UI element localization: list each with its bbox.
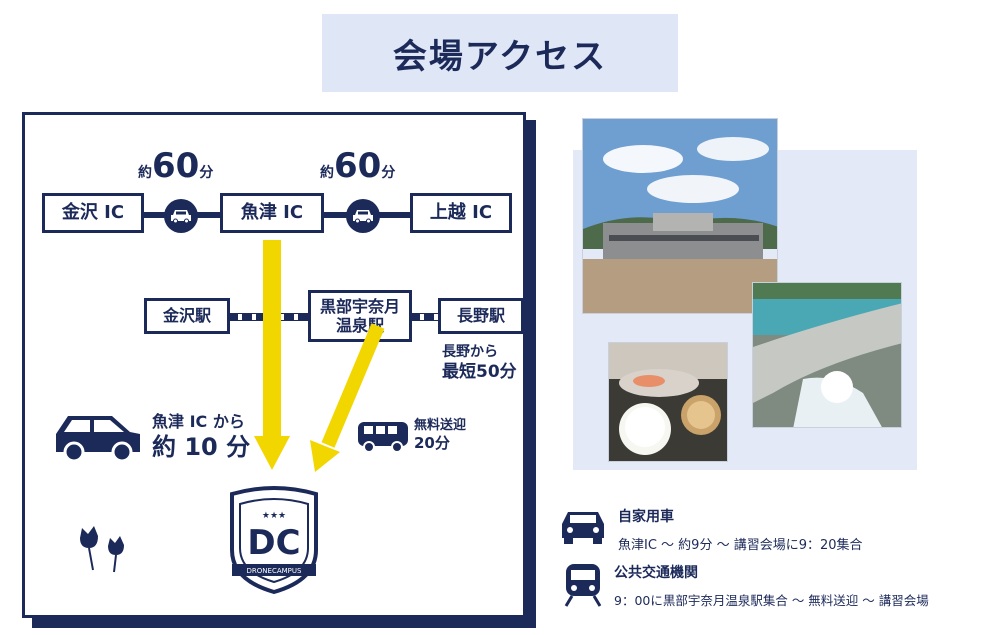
ic-uozu-label: 魚津 IC: [240, 202, 304, 224]
bus-icon: [358, 422, 408, 453]
time-prefix: 約: [320, 165, 334, 181]
dronecampus-logo: ★★★ DC DRONECAMPUS: [230, 486, 318, 595]
time-unit: 分: [199, 165, 214, 181]
time-value: 60: [334, 146, 382, 186]
legend-train: 公共交通機関 9：00に黒部宇奈月温泉駅集合 〜 無料送迎 〜 講習会場: [562, 562, 929, 609]
nagano-note-line1: 長野から: [442, 344, 498, 360]
time-prefix: 約: [138, 165, 152, 181]
photo-kurobe-dam: [752, 282, 902, 428]
tulip-icon: [80, 526, 124, 573]
ic-uozu: 魚津 IC: [220, 193, 324, 233]
car-circle-icon: [346, 199, 380, 233]
time-value: 60: [152, 146, 200, 186]
ic-time-2: 約60分: [320, 146, 395, 186]
ic-joetsu: 上越 IC: [410, 193, 512, 233]
car-route-arrowhead: [254, 436, 290, 470]
kurobe-dam-image: [753, 283, 901, 427]
station-nagano-label: 長野駅: [456, 306, 505, 326]
ic-joetsu-label: 上越 IC: [429, 202, 493, 224]
ic-kanazawa-label: 金沢 IC: [61, 202, 125, 224]
nagano-note-line2: 最短50分: [442, 362, 517, 382]
logo-letters: DC: [247, 523, 300, 563]
legend-car: 自家用車 魚津IC 〜 約9分 〜 講習会場に9：20集合: [558, 506, 863, 553]
bus-note-line2: 20分: [414, 434, 450, 452]
car-icon: [171, 210, 191, 224]
station-kanazawa: 金沢駅: [144, 298, 230, 334]
time-unit: 分: [381, 165, 396, 181]
legend-train-title: 公共交通機関: [614, 565, 698, 581]
bus-route-arrow: [321, 323, 385, 448]
ic-kanazawa: 金沢 IC: [42, 193, 144, 233]
car-icon: [562, 512, 604, 544]
legend-car-desc: 魚津IC 〜 約9分 〜 講習会場に9：20集合: [618, 538, 863, 553]
photo-venue-building: [582, 118, 778, 314]
car-note-line1: 魚津 IC から: [152, 412, 245, 431]
car-icon: [353, 210, 373, 224]
train-icon: [564, 564, 602, 607]
venue-building-image: [583, 119, 777, 313]
photo-meal: [608, 342, 728, 462]
bus-route-arrowhead: [310, 440, 340, 472]
car-route-arrow: [263, 240, 281, 436]
meal-image: [609, 343, 727, 461]
legend-car-title: 自家用車: [618, 509, 674, 525]
station-nagano: 長野駅: [438, 298, 524, 334]
station-kanazawa-label: 金沢駅: [162, 306, 211, 326]
car-circle-icon: [164, 199, 198, 233]
bus-note-line1: 無料送迎: [414, 418, 467, 433]
route-arrows: [254, 240, 385, 472]
ic-time-1: 約60分: [138, 146, 213, 186]
legend-train-desc: 9：00に黒部宇奈月温泉駅集合 〜 無料送迎 〜 講習会場: [614, 593, 929, 608]
car-icon: [56, 416, 140, 463]
logo-text: DRONECAMPUS: [247, 567, 302, 575]
rail-line: [410, 313, 440, 321]
title-banner: 会場アクセス: [322, 14, 678, 92]
page-title: 会場アクセス: [392, 36, 608, 77]
logo-stars: ★★★: [262, 511, 286, 521]
station-kurobe: 黒部宇奈月 温泉駅: [308, 290, 412, 342]
car-note-line2: 約 10 分: [152, 433, 251, 461]
